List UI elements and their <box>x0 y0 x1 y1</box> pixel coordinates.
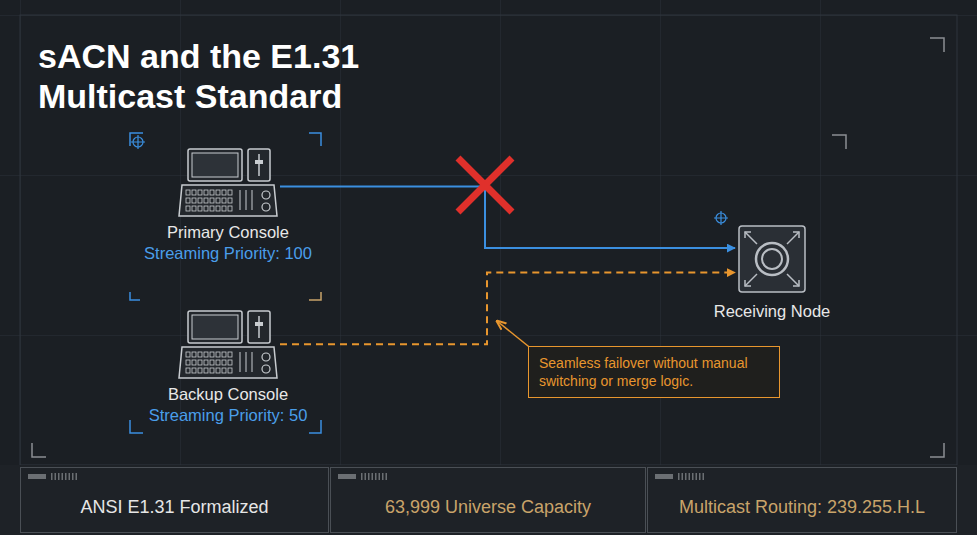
crosshair-icon <box>131 135 728 225</box>
console-icon <box>178 148 278 218</box>
node-label: Primary Console <box>144 222 312 243</box>
primary-link <box>280 187 735 249</box>
footer-cell: 63,999 Universe Capacity <box>330 467 646 533</box>
console-node: Primary ConsoleStreaming Priority: 100 <box>178 148 278 218</box>
priority-label: Streaming Priority: 100 <box>144 243 312 264</box>
callout-text: Seamless failover without manual switchi… <box>539 354 769 390</box>
console-icon <box>178 310 278 380</box>
footer-bar <box>0 465 977 535</box>
backup-link <box>280 273 735 345</box>
footer-cell: ANSI E1.31 Formalized <box>20 467 329 533</box>
callout-box: Seamless failover without manual switchi… <box>528 346 780 398</box>
node-label: Receiving Node <box>714 301 830 322</box>
cell-tick-marks <box>28 473 704 480</box>
diagram-title: sACN and the E1.31 Multicast Standard <box>38 36 438 116</box>
console-node: Backup ConsoleStreaming Priority: 50 <box>178 310 278 380</box>
priority-label: Streaming Priority: 50 <box>149 405 308 426</box>
footer-text: Multicast Routing: 239.255.H.L <box>679 497 925 518</box>
node-label: Backup Console <box>149 384 308 405</box>
footer-text: ANSI E1.31 Formalized <box>80 497 268 518</box>
failure-x-mark <box>458 158 512 212</box>
footer-text: 63,999 Universe Capacity <box>385 497 591 518</box>
receiver-icon <box>738 225 806 293</box>
receiver-node: Receiving Node <box>738 225 806 293</box>
selection-bracket <box>309 292 321 300</box>
selection-bracket <box>130 133 321 433</box>
footer-cell: Multicast Routing: 239.255.H.L <box>647 467 957 533</box>
